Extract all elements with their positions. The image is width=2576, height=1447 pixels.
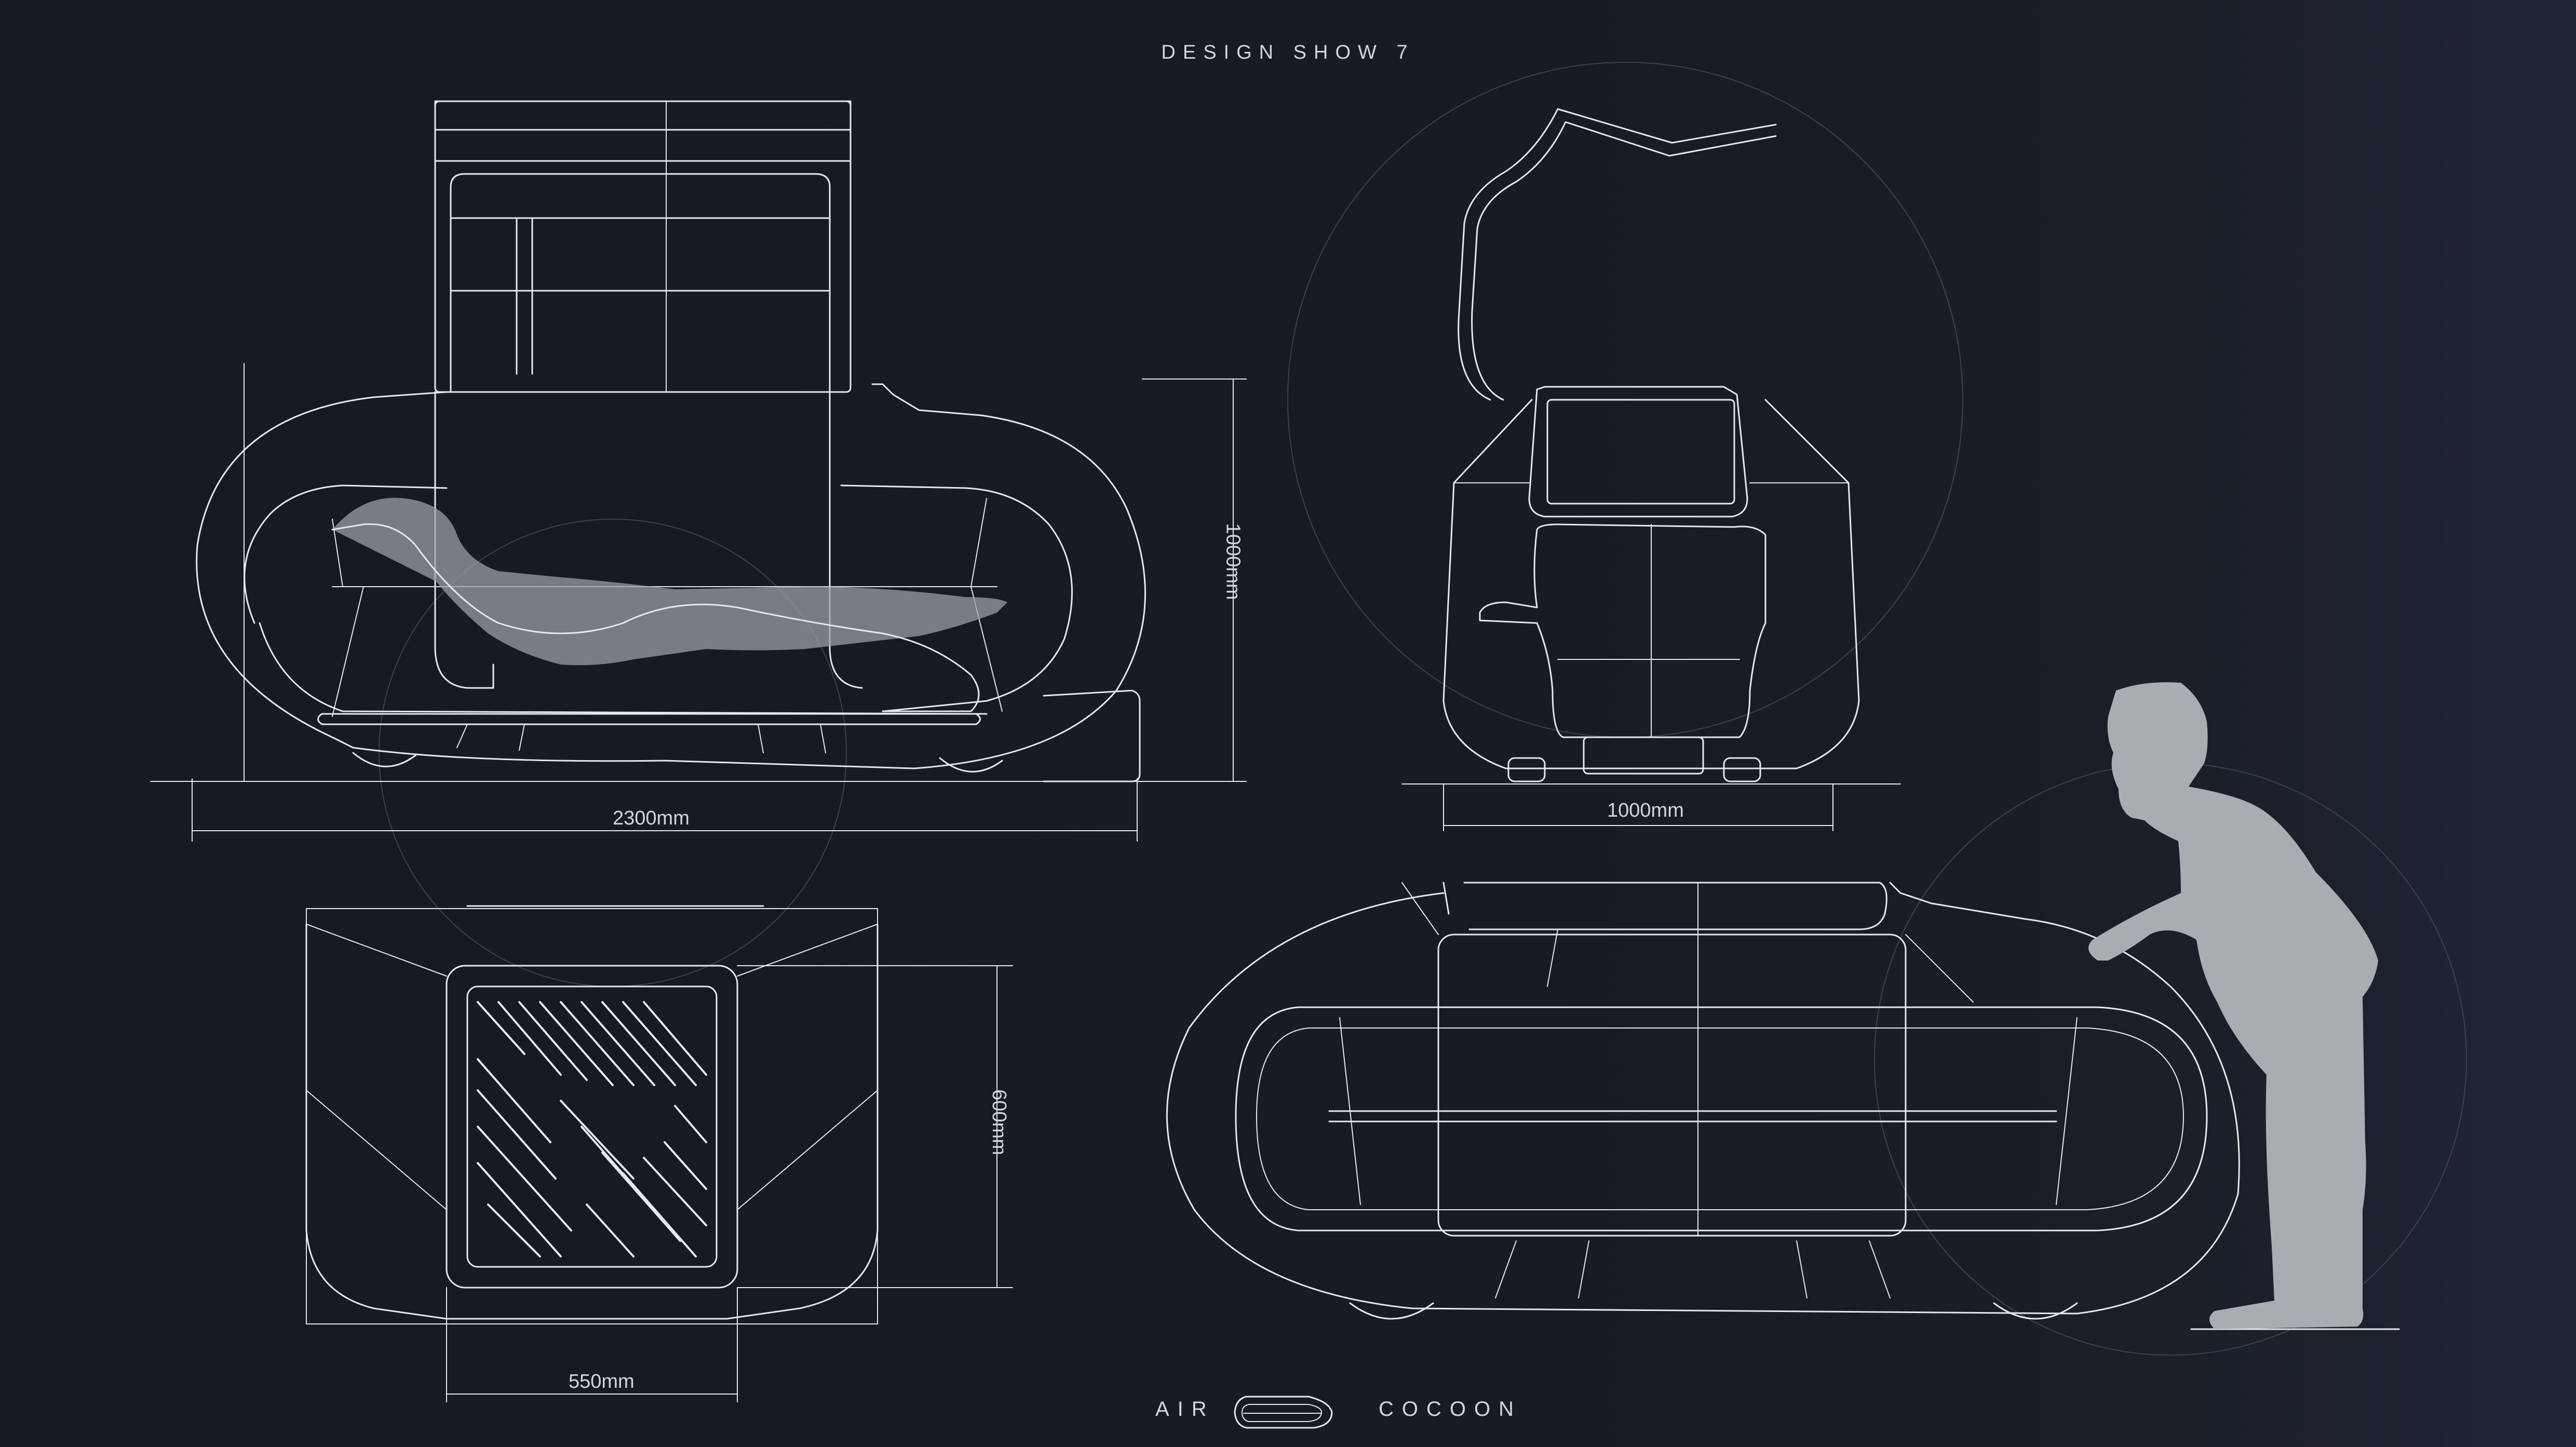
side-view-drawing — [150, 100, 1247, 987]
top-view-drawing — [305, 905, 1013, 1402]
top-width-dimension: 550mm — [569, 1371, 635, 1392]
top-depth-dimension: 600mm — [988, 1089, 1010, 1155]
page-title: DESIGN SHOW 7 — [1161, 42, 1415, 63]
air-cocoon-logo — [1234, 1396, 1333, 1429]
standing-person-silhouette — [2088, 682, 2378, 1329]
perspective-view-drawing — [1166, 682, 2467, 1356]
side-length-dimension: 2300mm — [613, 807, 690, 829]
side-height-dimension: 1000mm — [1222, 523, 1244, 600]
front-view-drawing — [1287, 62, 1963, 831]
brand-right-text: COCOON — [1379, 1398, 1522, 1421]
brand-left-text: AIR — [1155, 1398, 1215, 1421]
front-width-dimension: 1000mm — [1607, 800, 1684, 821]
